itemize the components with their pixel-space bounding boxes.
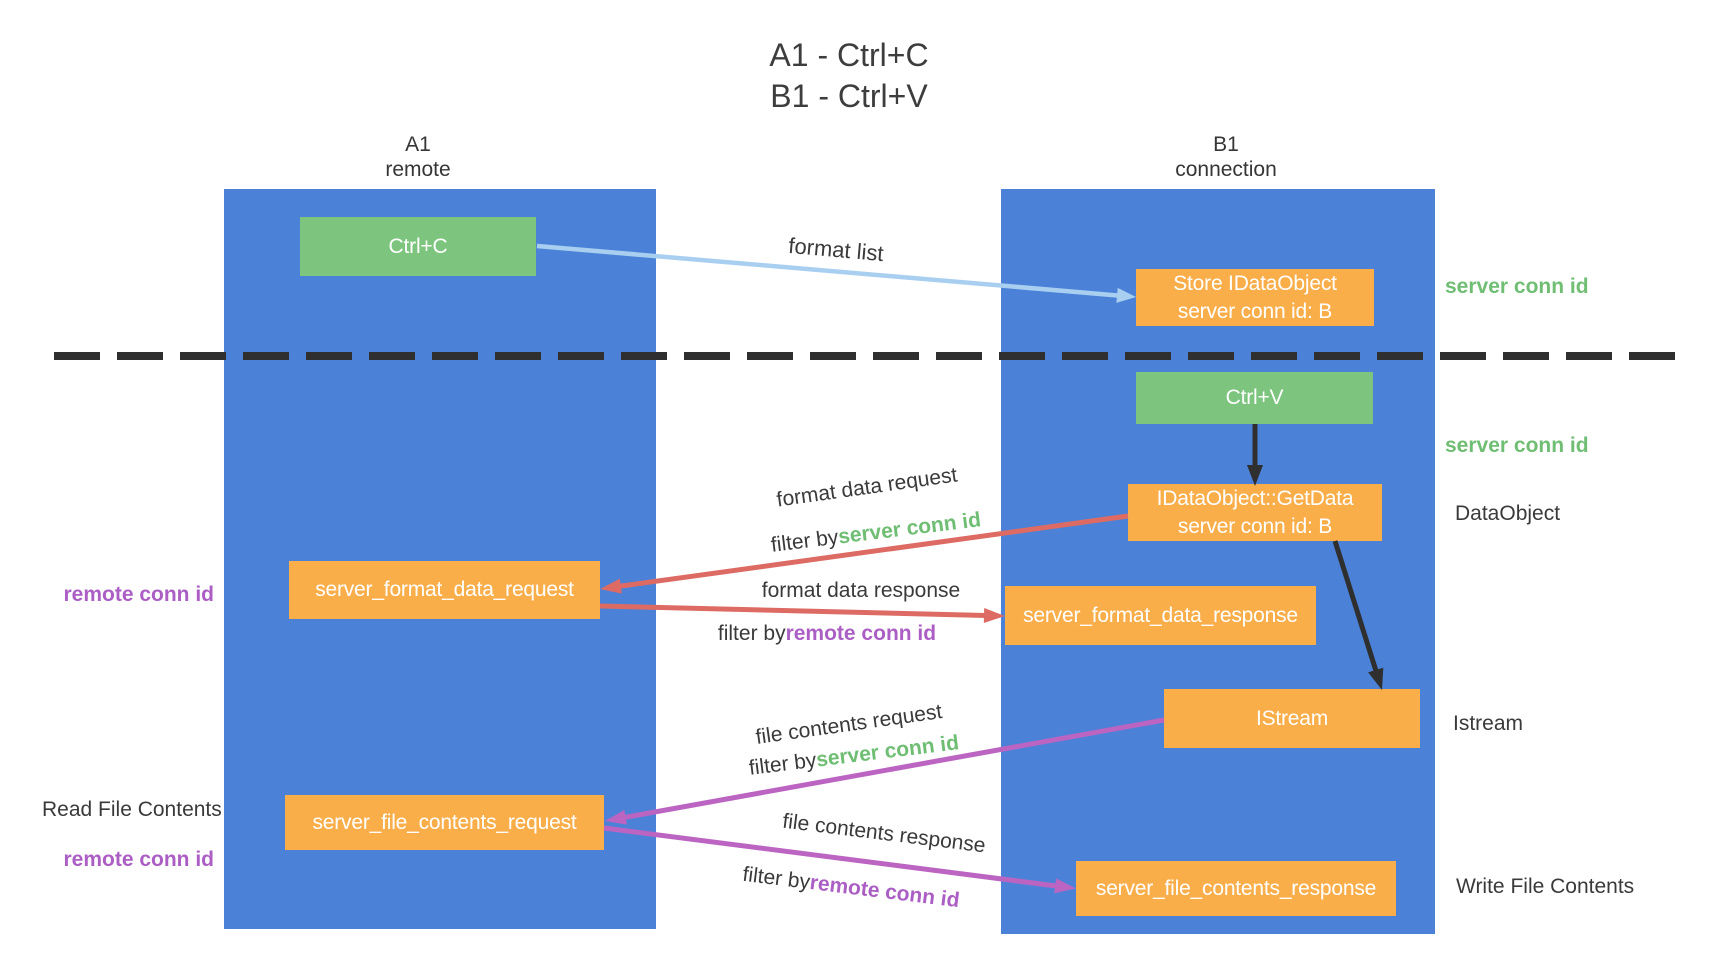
lane-heading-remote-name: remote [385, 158, 451, 181]
label-format-response-filter-key: remote conn id [785, 622, 937, 645]
side-label-server-conn-id-lower-text: server conn id [1445, 434, 1589, 457]
label-format-list-text: format list [787, 232, 885, 267]
node-idataobject-getdata-line1: IDataObject::GetData [1156, 486, 1354, 510]
node-ctrl-c: Ctrl+C [300, 217, 536, 276]
node-idataobject-getdata-line2: server conn id: B [1177, 514, 1333, 538]
label-file-request-filter-by: filter by [747, 748, 818, 780]
arrow-format-data-response [599, 603, 1005, 623]
label-file-response-filter: filter byremote conn id [741, 862, 961, 913]
label-file-contents-response: file contents response [781, 810, 987, 859]
node-store-idataobject-line2: server conn id: B [1177, 299, 1333, 323]
lane-heading-connection-id: B1 [1213, 133, 1239, 156]
node-server-file-contents-response-label: server_file_contents_response [1095, 876, 1377, 900]
node-ctrl-v-label: Ctrl+V [1225, 386, 1284, 409]
node-istream-label: IStream [1255, 706, 1329, 730]
node-server-file-contents-response: server_file_contents_response [1076, 861, 1396, 916]
side-label-dataobject: DataObject [1455, 502, 1560, 526]
label-format-response-filter: filter byremote conn id [718, 622, 936, 646]
side-label-write-file-contents: Write File Contents [1456, 875, 1634, 899]
label-format-request-filter-key: server conn id [836, 508, 983, 549]
node-store-idataobject-line1: Store IDataObject [1173, 271, 1337, 295]
node-server-file-contents-request: server_file_contents_request [285, 795, 604, 850]
node-server-format-data-response: server_format_data_response [1005, 586, 1316, 645]
label-format-request-filter: filter byserver conn id [770, 508, 983, 558]
side-label-istream-text: Istream [1453, 712, 1524, 735]
node-server-format-data-request: server_format_data_request [289, 561, 600, 619]
title-line-a1: A1 - Ctrl+C [769, 37, 929, 73]
label-format-data-response: format data response [762, 579, 960, 603]
node-idataobject-getdata: IDataObject::GetData server conn id: B [1128, 484, 1382, 541]
label-format-data-request: format data request [775, 463, 959, 512]
side-label-remote-conn-id-lower-text: remote conn id [63, 848, 214, 871]
side-label-server-conn-id-upper-text: server conn id [1445, 275, 1589, 298]
node-ctrl-c-label: Ctrl+C [388, 234, 448, 258]
side-label-server-conn-id-lower: server conn id [1445, 434, 1589, 458]
label-format-data-response-text: format data response [761, 579, 961, 602]
label-file-response-filter-by: filter by [741, 862, 812, 894]
node-store-idataobject: Store IDataObject server conn id: B [1136, 269, 1374, 326]
node-server-format-data-request-label: server_format_data_request [315, 578, 574, 601]
label-format-request-filter-by: filter by [769, 525, 840, 557]
node-server-format-data-response-label: server_format_data_response [1023, 603, 1298, 627]
label-format-data-request-text: format data request [775, 463, 959, 512]
side-label-read-file-contents: Read File Contents [42, 798, 222, 822]
label-file-response-filter-key: remote conn id [808, 871, 961, 913]
lane-heading-remote-id: A1 [405, 133, 431, 156]
node-idataobject-getdata-label: IDataObject::GetData server conn id: B [1157, 485, 1354, 541]
side-label-dataobject-text: DataObject [1455, 502, 1561, 525]
lane-heading-remote: A1 remote [385, 132, 450, 182]
lane-heading-connection: B1 connection [1175, 132, 1277, 182]
side-label-write-file-contents-text: Write File Contents [1456, 875, 1635, 898]
node-ctrl-v: Ctrl+V [1136, 372, 1373, 424]
node-server-file-contents-request-label: server_file_contents_request [312, 810, 577, 834]
node-istream: IStream [1164, 689, 1420, 748]
side-label-istream: Istream [1453, 712, 1523, 736]
side-label-remote-conn-id-upper-text: remote conn id [63, 583, 214, 606]
diagram-title: A1 - Ctrl+C B1 - Ctrl+V [769, 35, 928, 117]
node-store-idataobject-label: Store IDataObject server conn id: B [1173, 270, 1337, 326]
label-file-contents-response-text: file contents response [781, 809, 987, 858]
title-line-b1: B1 - Ctrl+V [770, 78, 928, 114]
lane-heading-connection-name: connection [1175, 158, 1277, 181]
side-label-server-conn-id-upper: server conn id [1445, 275, 1589, 299]
label-format-list: format list [787, 233, 884, 267]
side-label-remote-conn-id-lower: remote conn id [63, 848, 214, 872]
label-format-response-filter-by: filter by [717, 622, 786, 645]
side-label-read-file-contents-text: Read File Contents [42, 798, 222, 821]
side-label-remote-conn-id-upper: remote conn id [63, 583, 214, 607]
